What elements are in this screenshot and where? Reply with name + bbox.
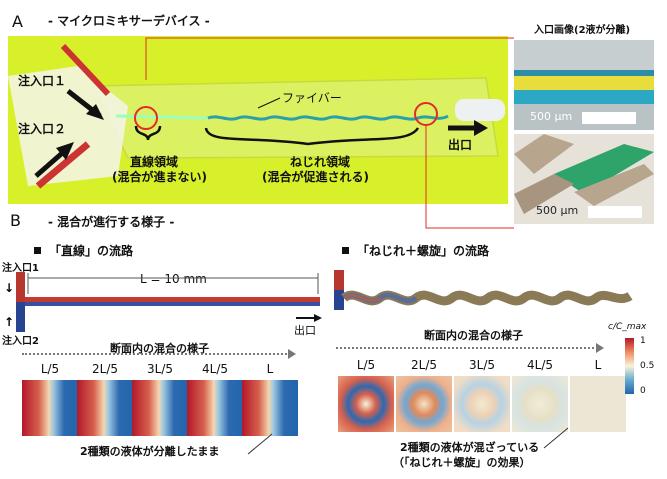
arrow-outlet-head <box>474 120 488 136</box>
twist-position-label: 2L/5 <box>411 358 437 372</box>
straight-progress-arrow <box>22 353 290 355</box>
colorbar-max: 1 <box>640 336 646 346</box>
panel-a-title: - マイクロミキサーデバイス - <box>48 14 210 28</box>
device-photo <box>8 36 508 204</box>
straight-cross-section-label: 断面内の混合の様子 <box>110 342 209 355</box>
straight-cross-section-tile <box>22 380 78 436</box>
arrow-inlet1-head <box>86 104 104 120</box>
inlet2-label: 注入口２ <box>18 122 67 136</box>
brace-twist <box>204 127 420 146</box>
straight-channel-drawing: ↓ ↑ <box>4 272 322 332</box>
scale-bar-top <box>582 112 636 124</box>
straight-outlet: 出口 <box>294 324 316 337</box>
twist-inset-drawing <box>514 134 654 214</box>
twist-caption-line1: 2種類の液体が混ざっている <box>400 441 540 454</box>
straight-cross-section-tile <box>132 380 188 436</box>
twist-cross-section-tile <box>570 376 626 432</box>
straight-cross-section-tile <box>77 380 133 436</box>
twist-region-label: ねじれ領域 <box>290 155 351 169</box>
straight-pipe-bottom <box>25 302 320 306</box>
straight-channel <box>115 114 209 120</box>
straight-region-label: 直線領域 <box>130 155 179 169</box>
inset-title: 入口画像(2液が分離) <box>534 25 631 36</box>
twist-position-label: 4L/5 <box>527 358 553 372</box>
colorbar-label: c/C_max <box>608 322 647 332</box>
straight-position-label: 3L/5 <box>147 362 173 376</box>
straight-position-label: 2L/5 <box>92 362 118 376</box>
syringe-1 <box>60 43 111 97</box>
straight-caption-pointer <box>247 433 273 455</box>
straight-position-label: L <box>266 362 274 376</box>
fiber-label: ファイバー <box>282 91 342 105</box>
twist-position-label: 3L/5 <box>469 358 495 372</box>
panel-a-letter: A <box>12 12 23 31</box>
inlet-highlight-circle <box>134 106 158 130</box>
syringe-2 <box>35 141 91 189</box>
straight-length: L = 10 mm <box>140 272 207 286</box>
inlet-inset-image: 500 μm <box>514 40 654 130</box>
twist-cross-section-tile <box>338 376 394 432</box>
straight-inlet2: 注入口2 <box>2 336 39 347</box>
twist-progress-arrow <box>336 347 598 349</box>
brace-straight <box>134 125 162 141</box>
twist-position-label: L <box>594 358 602 372</box>
twist-cross-section-tile <box>396 376 452 432</box>
panel-b-letter: B <box>10 211 21 230</box>
twist-position-label: L/5 <box>356 358 376 372</box>
straight-position-label: L/5 <box>40 362 60 376</box>
twist-caption-pointer <box>543 427 569 449</box>
panel-b-title: - 混合が進行する様子 - <box>48 215 175 229</box>
inlet1-label: 注入口１ <box>18 74 67 88</box>
scale-bar-bottom <box>588 206 642 218</box>
twisted-channel <box>207 114 449 121</box>
scale-label-bottom: 500 μm <box>536 204 579 217</box>
twist-channel-drawing <box>334 270 633 310</box>
straight-pipe-top <box>25 297 320 302</box>
arrow-inlet2-head <box>56 142 74 160</box>
twist-inset-image: 500 μm <box>514 134 654 224</box>
twist-highlight-circle <box>414 102 438 126</box>
straight-channel-heading: 「直線」の流路 <box>34 242 133 259</box>
straight-channel-heading-text: 「直線」の流路 <box>49 244 134 258</box>
straight-position-label: 4L/5 <box>202 362 228 376</box>
straight-cross-section-tile <box>187 380 243 436</box>
svg-text:↓: ↓ <box>4 281 14 295</box>
twist-channel-heading-text: 「ねじれ＋螺旋」の流路 <box>357 244 490 258</box>
outlet-label: 出口 <box>448 138 473 152</box>
tape-left <box>8 66 128 186</box>
twist-cross-section-tile <box>454 376 510 432</box>
colorbar-mid: 0.5 <box>640 361 655 371</box>
twist-cross-section-label: 断面内の混合の様子 <box>424 329 523 342</box>
outlet-connector <box>455 99 505 121</box>
straight-region-note: (混合が進まない) <box>112 170 207 184</box>
straight-inlet1-block <box>16 272 25 302</box>
straight-inlet1: 注入口1 <box>2 263 39 274</box>
colorbar-min: 0 <box>640 386 646 396</box>
connector-bottom <box>425 126 514 229</box>
straight-cross-section-tile <box>242 380 298 436</box>
straight-caption: 2種類の液体が分離したまま <box>80 445 220 458</box>
bullet-icon <box>34 247 41 254</box>
connector-top <box>145 37 514 80</box>
device-photo-drawing <box>8 43 505 189</box>
twist-caption-line2: （「ねじれ＋螺旋」の効果） <box>393 456 531 469</box>
scale-label-top: 500 μm <box>530 110 573 123</box>
colorbar <box>625 338 634 394</box>
svg-text:↑: ↑ <box>4 315 14 329</box>
twist-cross-section-tile <box>512 376 568 432</box>
fiber-pointer <box>257 97 281 109</box>
bullet-icon <box>342 247 349 254</box>
twist-region-note: (混合が促進される) <box>262 170 369 184</box>
straight-inlet2-block <box>16 302 25 332</box>
twist-channel-heading: 「ねじれ＋螺旋」の流路 <box>342 242 489 259</box>
